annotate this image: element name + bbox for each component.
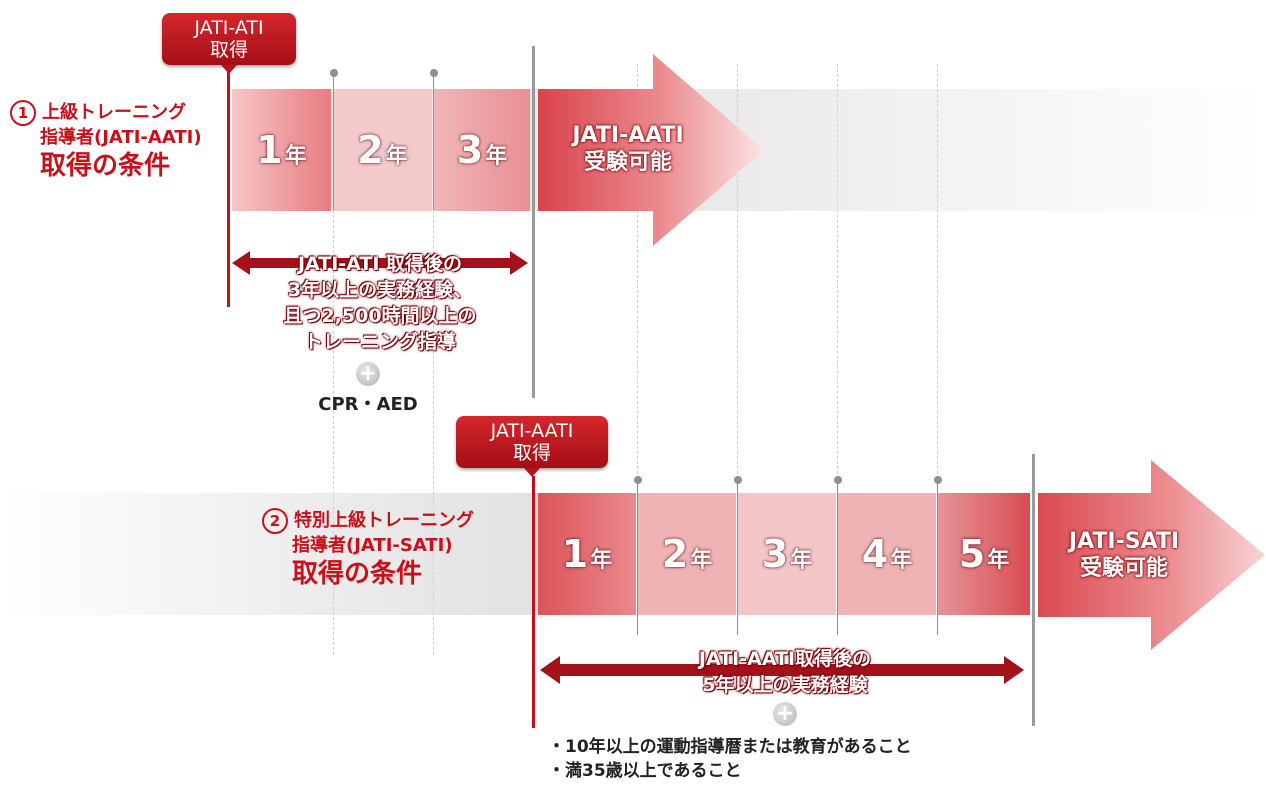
section1-span-arrow [232,251,528,275]
guide-dash [937,64,938,484]
section2-tick [833,476,842,635]
badge-line2: 取得 [209,39,248,61]
section2-span-arrow [540,656,1024,684]
section2-condition-title: 2 特別上級トレーニング 指導者(JATI-SATI) 取得の条件 [262,508,532,591]
guide-dash [637,64,638,484]
badge-line1: JATI-ATI [194,17,264,39]
section1-start-line [227,72,230,307]
section2-tick [633,476,642,635]
section1-tick [329,69,338,210]
circled-number: 1 [10,100,36,126]
section2-notes: ・10年以上の運動指導暦または教育があること ・満35歳以上であること [548,737,912,781]
jati-aati-badge: JATI-AATI 取得 [456,416,608,477]
section1-requirement: JATI-ATI 取得後の 3年以上の実務経験、 且つ2,500時間以上の トレ… [283,253,477,353]
circled-number: 2 [262,508,288,534]
guide-dash [737,64,738,484]
section2-start-line [532,476,535,728]
section1-end-line [532,46,535,398]
plus-icon: + [356,362,380,386]
badge-line1: JATI-AATI [490,420,574,442]
section2-tick [733,476,742,635]
guide-dash [837,64,838,484]
badge-line2: 取得 [512,442,551,464]
condition-line1: 上級トレーニング [42,102,186,123]
jati-ati-badge: JATI-ATI 取得 [162,13,296,74]
guide-dash [433,210,434,655]
condition-line2: 指導者(JATI-AATI) [40,127,202,148]
section1-condition-title: 1 上級トレーニング 指導者(JATI-AATI) 取得の条件 [10,100,225,183]
plus-icon: + [773,702,797,726]
section2-end-line [1032,454,1035,726]
condition-line1: 特別上級トレーニング [294,510,474,531]
section2-arrow-shape [1038,460,1265,650]
section2-arrow-label: JATI-SATI 受験可能 [1068,529,1180,581]
section2-requirement: JATI-AATI取得後の 5年以上の実務経験 [698,648,872,696]
guide-dash [333,210,334,655]
cpr-aed-label: CPR・AED [318,394,418,415]
condition-line3: 取得の条件 [40,151,171,181]
section1-arrow-shape [538,54,764,246]
section1-arrow-label: JATI-AATI 受験可能 [572,123,684,175]
section1-tick [429,69,438,210]
section2-tick [933,476,942,635]
condition-line3: 取得の条件 [292,559,423,589]
condition-line2: 指導者(JATI-SATI) [292,535,453,556]
